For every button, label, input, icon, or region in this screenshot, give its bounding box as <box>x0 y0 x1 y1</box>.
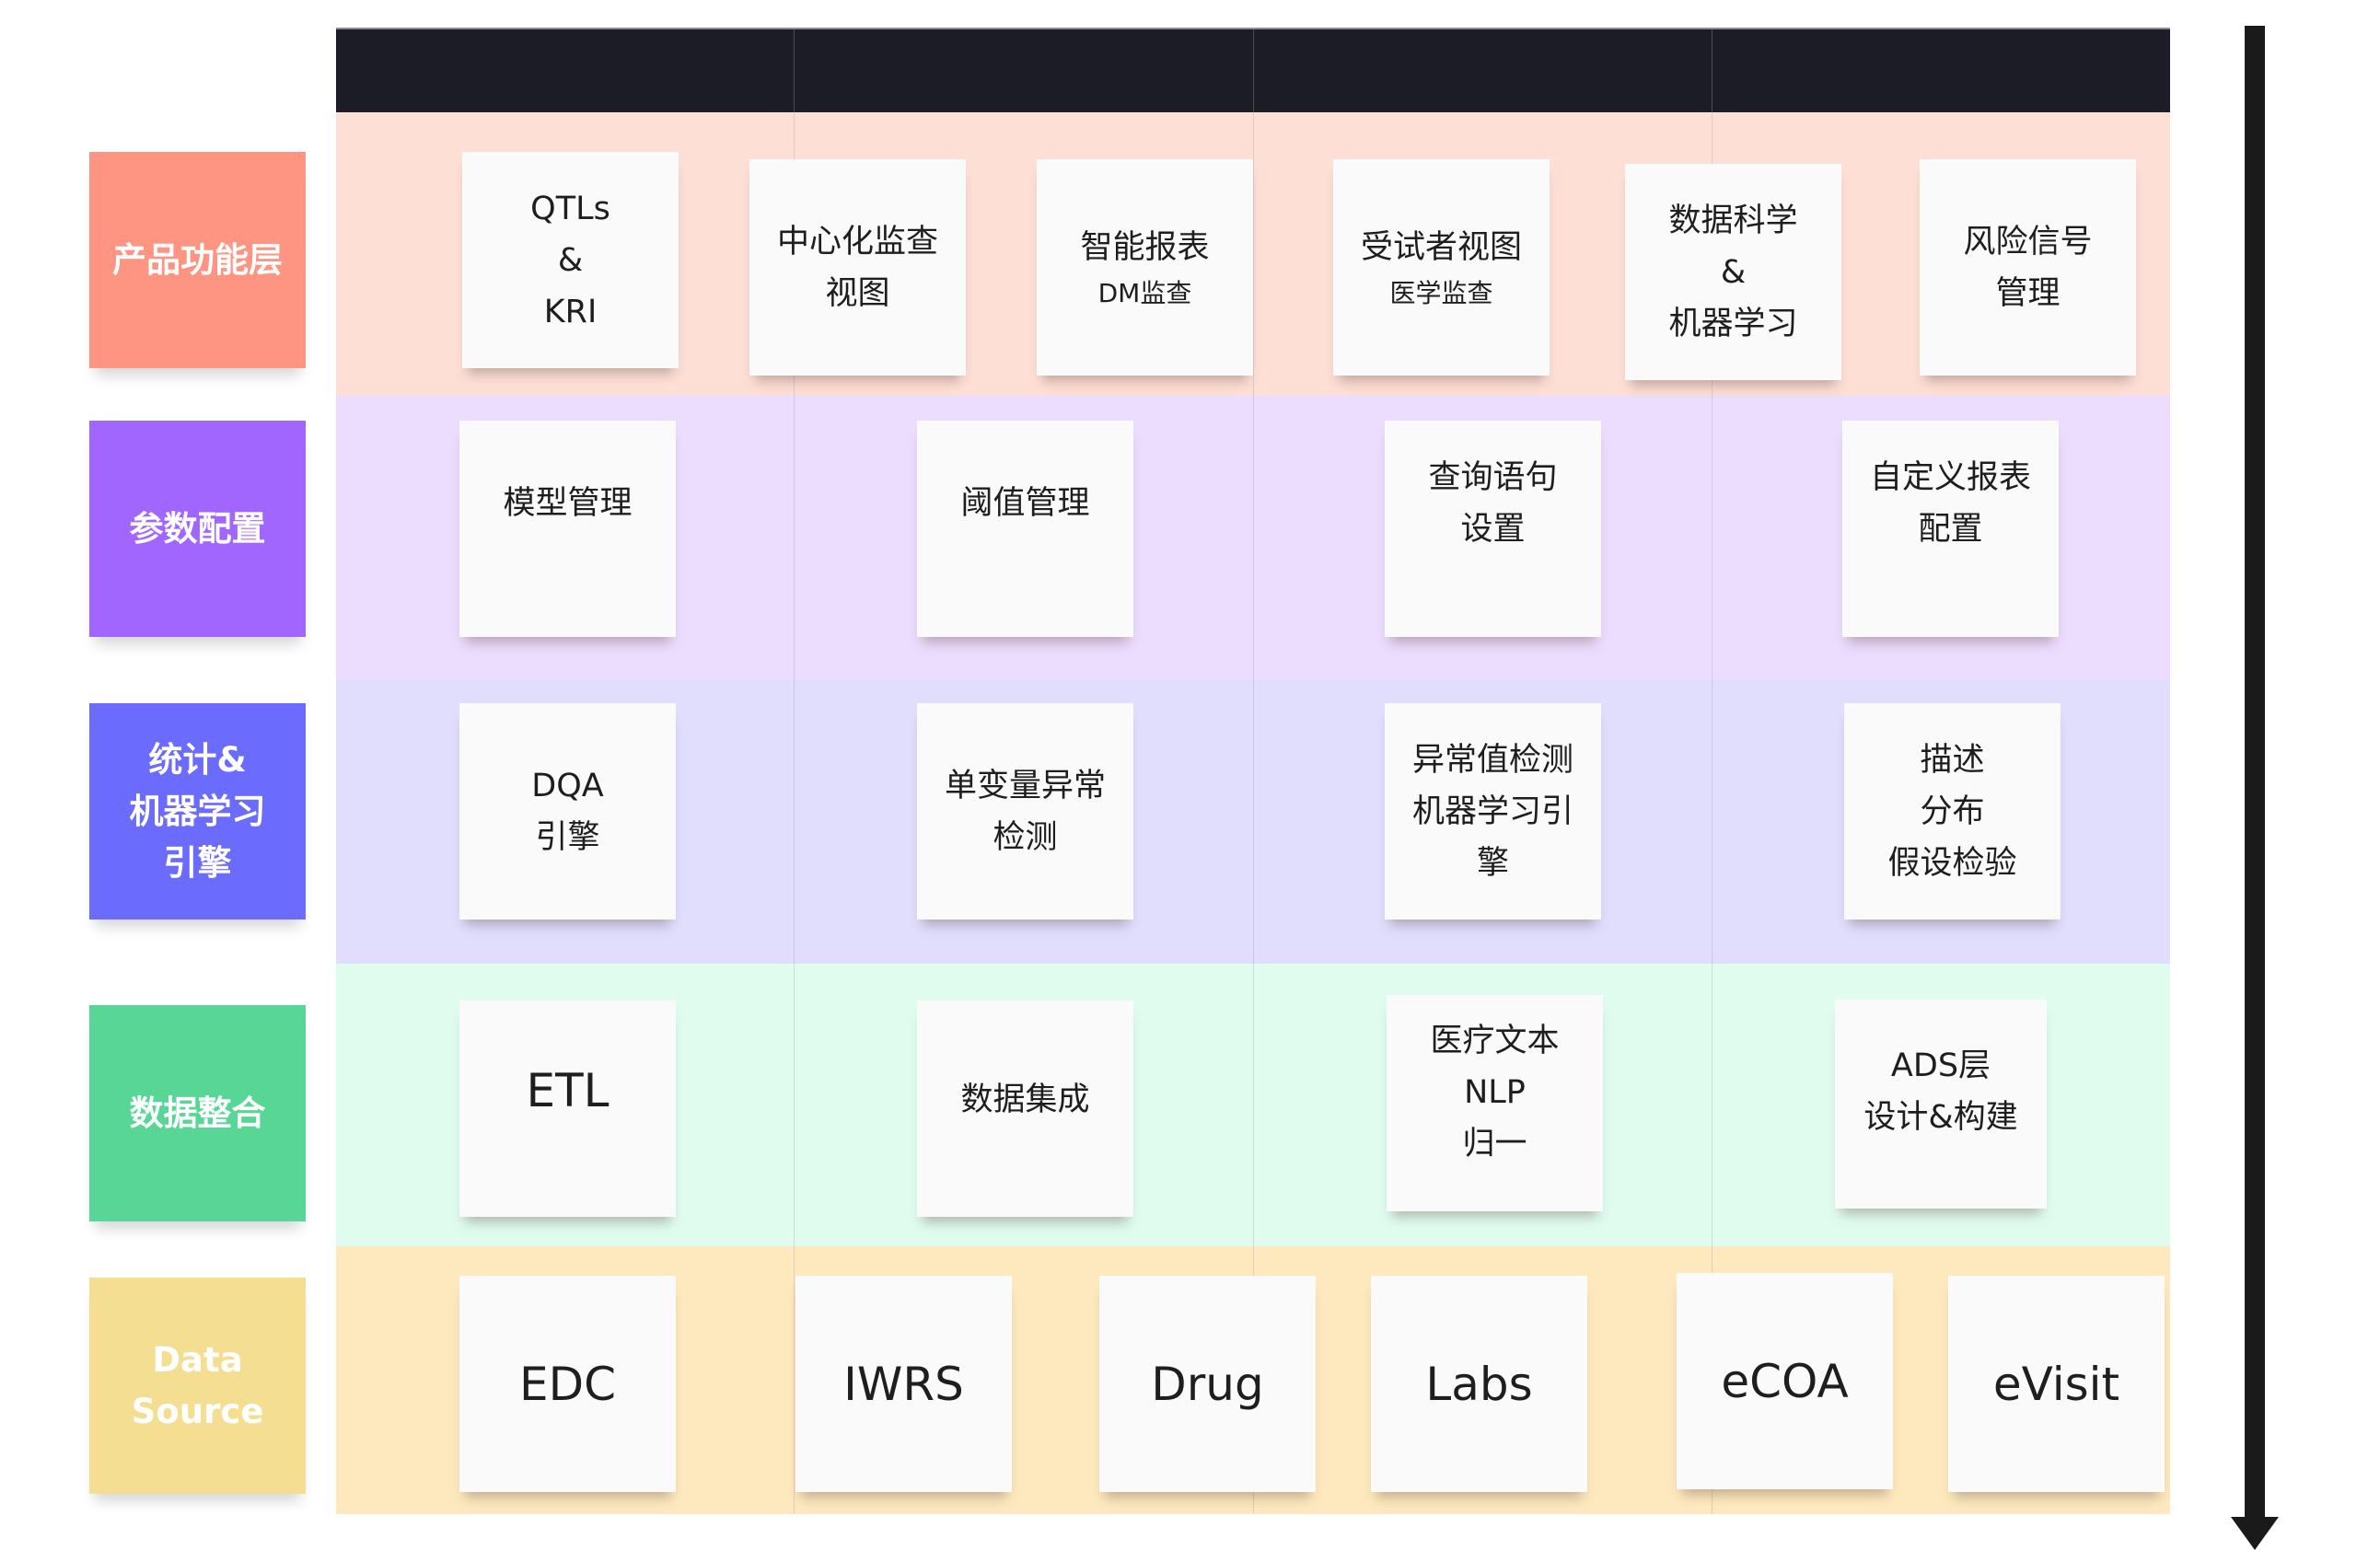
arrow-head-icon <box>2231 1517 2279 1550</box>
card-edc: EDC <box>459 1276 676 1492</box>
card-title: 异常值检测 机器学习引 擎 <box>1411 741 1573 882</box>
card-title: 查询语句 设置 <box>1428 459 1558 548</box>
card-descriptive-stats: 描述 分布 假设检验 <box>1844 703 2061 920</box>
card-subtitle: 医学监查 <box>1389 277 1493 308</box>
card-data-integration: 数据集成 <box>917 1001 1133 1217</box>
card-etl: ETL <box>459 1001 676 1217</box>
card-title: 数据集成 <box>960 1082 1090 1118</box>
card-risk-signal-management: 风险信号 管理 <box>1920 159 2136 376</box>
column-divider <box>794 28 795 1514</box>
card-title: DQA 引擎 <box>531 767 604 856</box>
card-title: 医疗文本 NLP 归一 <box>1430 1023 1560 1162</box>
card-data-science-ml: 数据科学 & 机器学习 <box>1625 164 1841 380</box>
card-title: eVisit <box>1992 1357 2120 1411</box>
card-title: QTLs & KRI <box>530 190 610 330</box>
header-bar <box>336 28 2170 112</box>
layer-label-params: 参数配置 <box>89 421 306 637</box>
card-ads-layer: ADS层 设计&构建 <box>1835 1000 2047 1209</box>
layer-label-source: Data Source <box>89 1278 306 1494</box>
card-title: 智能报表 <box>1080 228 1210 266</box>
card-title: ADS层 设计&构建 <box>1863 1047 2018 1136</box>
card-title: Drug <box>1151 1357 1264 1411</box>
card-title: IWRS <box>843 1357 964 1411</box>
card-title: 模型管理 <box>503 485 633 522</box>
card-title: 数据科学 & 机器学习 <box>1668 202 1798 342</box>
card-drug: Drug <box>1099 1276 1316 1492</box>
card-query-settings: 查询语句 设置 <box>1385 421 1601 637</box>
card-title: ETL <box>526 1064 610 1117</box>
card-smart-reports: 智能报表 DM监查 <box>1037 159 1253 376</box>
card-iwrs: IWRS <box>795 1276 1012 1492</box>
layer-label-engine: 统计& 机器学习 引擎 <box>89 703 306 920</box>
card-title: eCOA <box>1721 1354 1849 1408</box>
card-title: 单变量异常 检测 <box>944 767 1106 856</box>
card-central-monitoring-view: 中心化监查 视图 <box>749 159 966 376</box>
card-title: 中心化监查 视图 <box>776 223 938 312</box>
card-custom-report-config: 自定义报表 配置 <box>1842 421 2059 637</box>
card-ecoa: eCOA <box>1677 1273 1893 1489</box>
card-model-management: 模型管理 <box>459 421 676 637</box>
card-title: 阈值管理 <box>960 485 1090 522</box>
layer-label-product: 产品功能层 <box>89 152 306 368</box>
card-subtitle: DM监查 <box>1097 277 1192 308</box>
layer-label-integration: 数据整合 <box>89 1005 306 1221</box>
column-divider <box>1253 28 1254 1514</box>
card-subject-view: 受试者视图 医学监查 <box>1333 159 1550 376</box>
card-threshold-management: 阈值管理 <box>917 421 1133 637</box>
card-labs: Labs <box>1371 1276 1587 1492</box>
card-dqa-engine: DQA 引擎 <box>459 703 676 920</box>
card-evisit: eVisit <box>1948 1276 2165 1492</box>
card-title: Labs <box>1425 1357 1533 1411</box>
card-title: EDC <box>518 1357 616 1411</box>
card-title: 受试者视图 <box>1360 228 1522 266</box>
card-title: 自定义报表 配置 <box>1869 459 2031 548</box>
card-univariate-anomaly: 单变量异常 检测 <box>917 703 1133 920</box>
card-title: 描述 分布 假设检验 <box>1887 741 2017 882</box>
arrow-down-icon <box>2245 26 2265 1526</box>
card-outlier-ml-engine: 异常值检测 机器学习引 擎 <box>1385 703 1601 920</box>
card-medical-text-nlp: 医疗文本 NLP 归一 <box>1387 995 1603 1211</box>
card-qtls-kri: QTLs & KRI <box>462 152 679 368</box>
card-title: 风险信号 管理 <box>1963 223 2093 312</box>
